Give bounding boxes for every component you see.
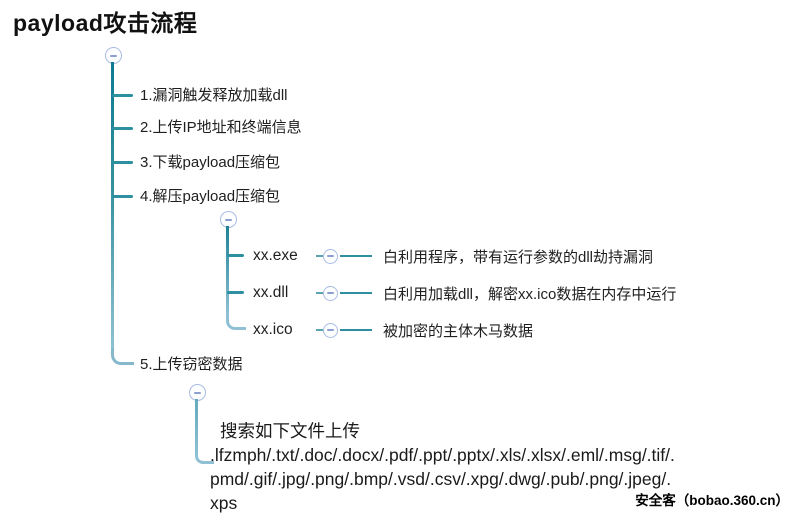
collapse-node-xxdll[interactable] <box>323 285 338 301</box>
topic-file-description[interactable]: 被加密的主体木马数据 <box>383 322 534 340</box>
branch-corner-note <box>195 456 214 464</box>
topic-file-name[interactable]: xx.ico <box>253 321 293 338</box>
step4-trunk-line <box>226 226 229 314</box>
branch-line-step4 <box>112 195 133 198</box>
collapse-node-xxico[interactable] <box>323 322 338 338</box>
minus-icon <box>110 54 117 57</box>
upload-note-line: .lfzmph/.txt/.doc/.docx/.pdf/.ppt/.pptx/… <box>210 445 675 465</box>
topic-step-1[interactable]: 1.漏洞触发释放加载dll <box>140 87 288 104</box>
topic-file-name[interactable]: xx.dll <box>253 284 289 301</box>
topic-upload-note[interactable]: 搜索如下文件上传 .lfzmph/.txt/.doc/.docx/.pdf/.p… <box>210 419 799 515</box>
connector-line <box>340 255 372 257</box>
file-row-xxdll: xx.dll 白利用加载dll，解密xx.ico数据在内存中运行 <box>253 283 676 303</box>
file-row-xxico: xx.ico 被加密的主体木马数据 <box>253 320 533 340</box>
file-row-xxexe: xx.exe 白利用程序，带有运行参数的dll劫持漏洞 <box>253 246 653 266</box>
branch-line-step3 <box>112 161 133 164</box>
upload-note-line: 搜索如下文件上传 <box>220 421 360 441</box>
connector-line <box>340 329 372 331</box>
branch-line-xxexe <box>227 254 244 257</box>
collapse-node-step4[interactable] <box>220 211 237 228</box>
minus-icon <box>327 329 334 331</box>
minus-icon <box>327 255 334 257</box>
watermark-text: 安全客（bobao.360.cn） <box>635 493 789 508</box>
upload-note-line: pmd/.gif/.jpg/.png/.bmp/.vsd/.csv/.xpg/.… <box>210 469 672 489</box>
branch-corner-step5 <box>111 348 134 365</box>
topic-step-5[interactable]: 5.上传窃密数据 <box>140 356 243 373</box>
minus-icon <box>327 292 334 294</box>
topic-file-description[interactable]: 白利用加载dll，解密xx.ico数据在内存中运行 <box>383 285 677 303</box>
branch-line-step2 <box>112 127 133 130</box>
upload-note-line: xps <box>210 493 238 513</box>
branch-corner-xxico <box>226 314 246 330</box>
connector-line <box>340 292 372 294</box>
minus-icon <box>225 218 232 221</box>
page-title: payload攻击流程 <box>13 10 198 36</box>
topic-file-name[interactable]: xx.exe <box>253 247 298 264</box>
connector-line <box>316 292 323 294</box>
topic-file-description[interactable]: 白利用程序，带有运行参数的dll劫持漏洞 <box>383 248 654 266</box>
topic-step-4[interactable]: 4.解压payload压缩包 <box>140 188 281 205</box>
topic-step-3[interactable]: 3.下载payload压缩包 <box>140 154 281 171</box>
minus-icon <box>194 391 201 394</box>
topic-step-2[interactable]: 2.上传IP地址和终端信息 <box>140 119 302 136</box>
branch-line-step1 <box>112 94 133 97</box>
connector-line <box>316 255 323 257</box>
connector-line <box>316 329 323 331</box>
branch-line-xxdll <box>227 291 244 294</box>
collapse-node-xxexe[interactable] <box>323 248 338 264</box>
step5-trunk-line <box>195 399 198 456</box>
main-trunk-line <box>111 62 114 348</box>
